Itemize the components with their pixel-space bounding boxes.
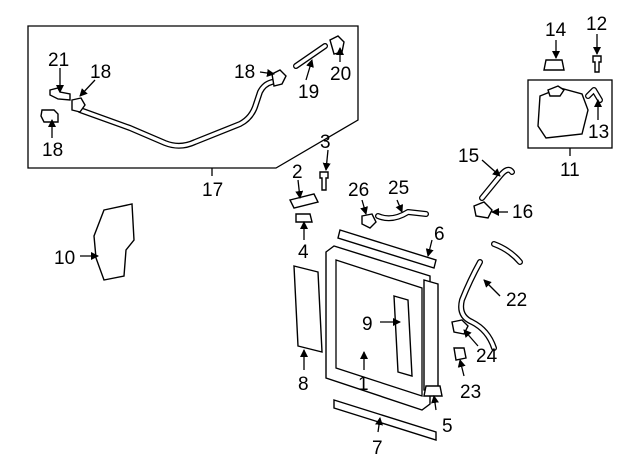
callout-22: 22 xyxy=(506,290,527,311)
callout-13: 13 xyxy=(588,122,609,143)
reservoir-box xyxy=(527,79,613,149)
callout-26: 26 xyxy=(348,180,369,201)
callout-14: 14 xyxy=(545,20,567,41)
baffle-9 xyxy=(393,295,413,377)
callout-18-left-top: 18 xyxy=(90,62,111,83)
callout-17: 17 xyxy=(202,180,223,201)
leader-lines xyxy=(48,34,602,433)
radiator xyxy=(325,245,439,411)
callout-2: 2 xyxy=(292,162,303,183)
hose-15 xyxy=(473,166,515,219)
callout-12: 12 xyxy=(586,14,607,35)
callout-18-left-bottom: 18 xyxy=(42,140,63,161)
callout-25: 25 xyxy=(388,178,409,199)
callout-6: 6 xyxy=(434,224,445,245)
bolt-12 xyxy=(592,55,602,73)
callout-7: 7 xyxy=(372,438,383,459)
seal-7 xyxy=(333,399,437,441)
callout-5: 5 xyxy=(442,416,453,437)
reservoir-cap xyxy=(543,59,565,71)
callout-11: 11 xyxy=(560,160,580,181)
callout-4: 4 xyxy=(298,242,309,263)
side-seal-8 xyxy=(293,265,323,353)
hose-kit-box xyxy=(27,25,359,169)
callout-9: 9 xyxy=(362,314,373,335)
callout-10: 10 xyxy=(54,248,75,269)
hose-25 xyxy=(361,209,429,229)
callout-3: 3 xyxy=(320,132,331,153)
callout-23: 23 xyxy=(460,382,481,403)
seal-6 xyxy=(337,229,437,269)
callout-20: 20 xyxy=(330,64,351,85)
callout-19: 19 xyxy=(298,82,319,103)
callout-numbers: 21 18 18 18 19 20 17 14 12 13 11 15 16 2… xyxy=(42,14,609,459)
bracket-2 xyxy=(288,171,329,223)
callout-8: 8 xyxy=(298,374,309,395)
callout-1: 1 xyxy=(358,374,369,395)
callout-21: 21 xyxy=(48,50,69,71)
overflow-hose xyxy=(40,35,345,149)
callout-18-right: 18 xyxy=(234,62,255,83)
callout-15: 15 xyxy=(458,146,479,167)
callout-24: 24 xyxy=(476,346,498,367)
callout-16: 16 xyxy=(512,202,533,223)
insulator-5 xyxy=(423,385,443,397)
air-deflector-10 xyxy=(93,203,135,281)
